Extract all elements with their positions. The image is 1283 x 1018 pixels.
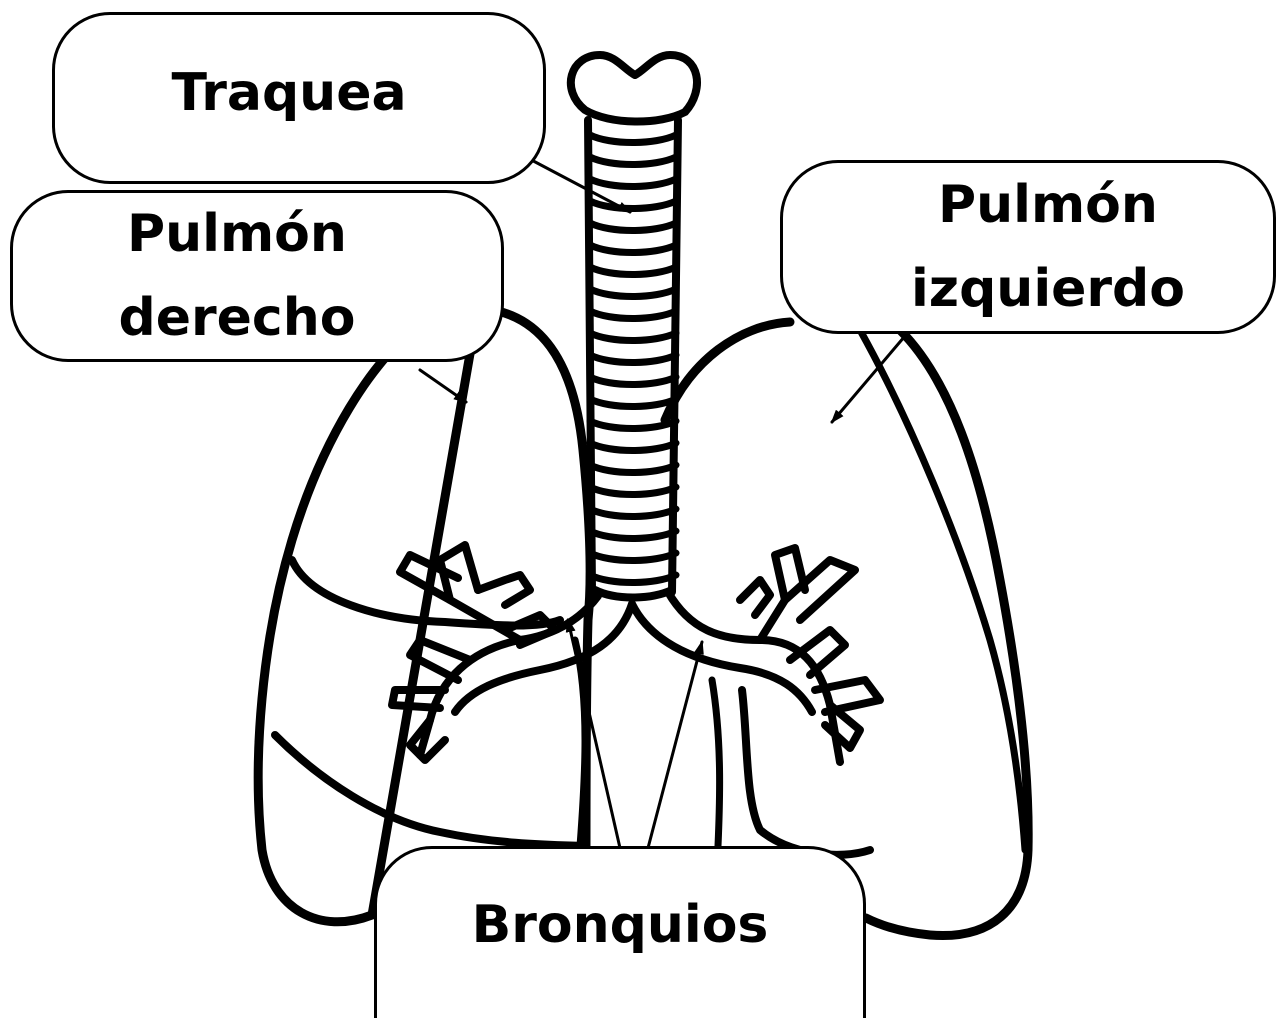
trachea-ring [590, 333, 676, 341]
trachea-ring [590, 311, 676, 319]
label-pulmon-izquierdo: Pulmón izquierdo [780, 160, 1276, 334]
trachea-ring [590, 487, 676, 495]
left-bronchi-branches [740, 548, 880, 748]
trachea-ring [590, 443, 676, 451]
trachea-ring [590, 399, 676, 407]
trachea-ring [590, 355, 676, 363]
trachea-ring [590, 509, 676, 517]
trachea-bottom [595, 590, 672, 598]
label-bronquios-text: Bronquios [472, 883, 769, 985]
label-pulmon-izquierdo-text: Pulmón izquierdo [871, 163, 1185, 331]
trachea-ring [590, 135, 676, 143]
bronquios-pointer-left [648, 642, 702, 848]
trachea-ring [590, 223, 676, 231]
trachea-ring [590, 531, 676, 539]
trachea-cap [571, 55, 697, 122]
pulmon-derecho-pointer [420, 370, 466, 402]
label-bronquios: Bronquios [374, 846, 866, 1018]
trachea-rings [590, 135, 676, 583]
trachea-ring [590, 377, 676, 385]
trachea-ring [590, 289, 676, 297]
trachea-ring [590, 157, 676, 165]
label-pulmon-derecho-text: Pulmón derecho [119, 192, 396, 360]
label-pulmon-derecho: Pulmón derecho [10, 190, 504, 362]
trachea-ring [590, 245, 676, 253]
label-traquea-text: Traquea [171, 51, 426, 145]
trachea-ring [590, 575, 676, 583]
trachea-ring [590, 465, 676, 473]
trachea-ring [590, 421, 676, 429]
right-bronchi-branches [392, 545, 555, 760]
left-lung-inner-edge [742, 690, 870, 855]
trachea-ring [590, 267, 676, 275]
trachea-ring [590, 553, 676, 561]
label-traquea: Traquea [52, 12, 546, 184]
trachea-ring [590, 201, 676, 209]
trachea-ring [590, 179, 676, 187]
left-lung-inner-edge-2 [712, 680, 720, 846]
